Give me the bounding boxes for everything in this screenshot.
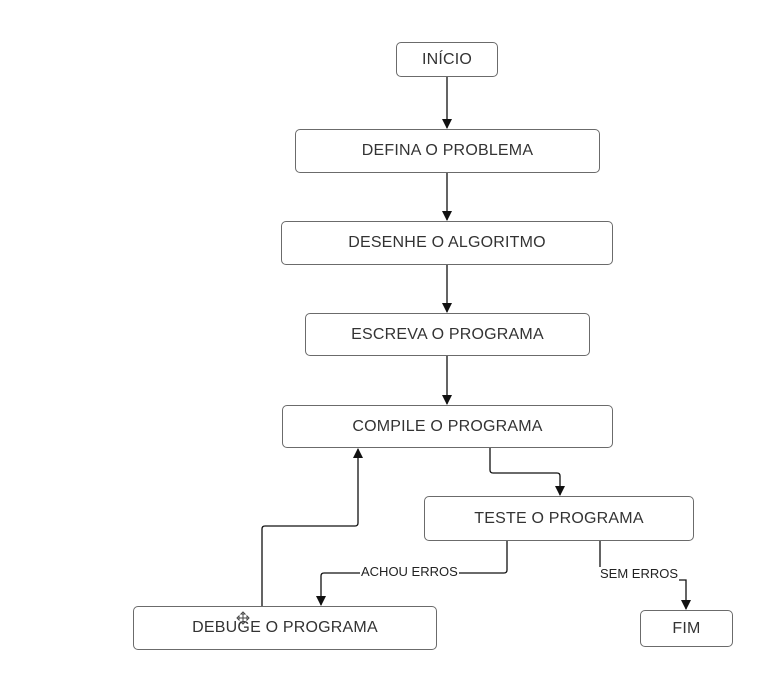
node-desenhe-o-algoritmo[interactable]: DESENHE O ALGORITMO	[281, 221, 613, 265]
node-inicio[interactable]: INÍCIO	[396, 42, 498, 77]
node-defina-o-problema[interactable]: DEFINA O PROBLEMA	[295, 129, 600, 173]
node-teste-o-programa[interactable]: TESTE O PROGRAMA	[424, 496, 694, 541]
edge-compile-teste	[489, 448, 565, 496]
edge-label-sem-erros: SEM ERROS	[599, 566, 680, 581]
node-compile-o-programa[interactable]: COMPILE O PROGRAMA	[282, 405, 613, 448]
node-fim[interactable]: FIM	[640, 610, 733, 647]
node-escreva-o-programa[interactable]: ESCREVA O PROGRAMA	[305, 313, 590, 356]
node-debuge-o-programa[interactable]: DEBUGE O PROGRAMA	[133, 606, 437, 650]
move-cursor-icon	[236, 611, 250, 630]
edge-label-achou-erros: ACHOU ERROS	[360, 564, 459, 579]
edge-debug-compile	[261, 448, 363, 606]
